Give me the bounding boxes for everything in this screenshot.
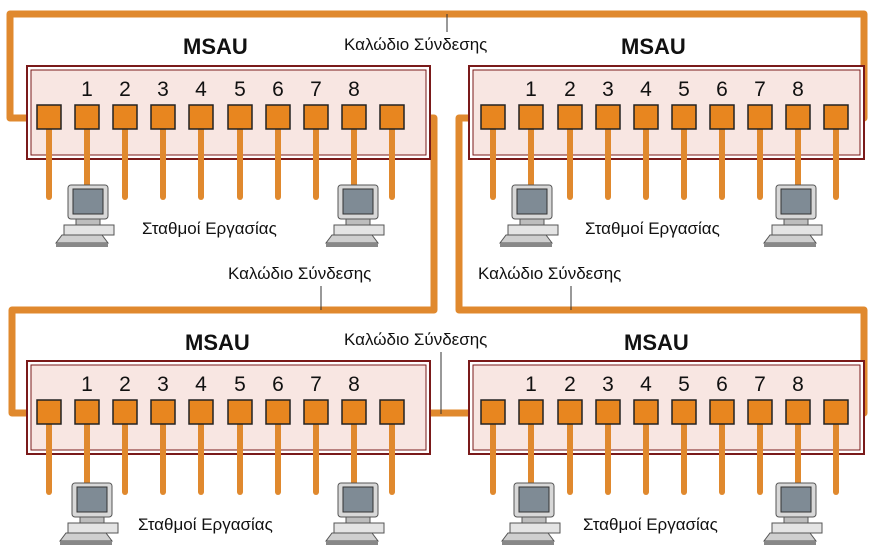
ring-out-port [823, 104, 849, 130]
port-number: 4 [195, 78, 207, 101]
port-number: 8 [348, 78, 360, 101]
lobe-port [112, 399, 138, 425]
port-number: 6 [272, 373, 284, 396]
cable-label-top: Καλώδιο Σύνδεσης [342, 35, 490, 55]
ring-in-port [480, 399, 506, 425]
lobe-port [150, 399, 176, 425]
lobe-port [112, 104, 138, 130]
port-number: 1 [525, 373, 537, 396]
computer-icon [763, 184, 823, 247]
lobe-port [518, 104, 544, 130]
msau-title: MSAU [624, 330, 689, 355]
workstations-label: Σταθμοί Εργασίας [140, 219, 279, 239]
lobe-port [557, 399, 583, 425]
msau-title: MSAU [621, 34, 686, 59]
lobe-port [709, 104, 735, 130]
port-number: 6 [716, 373, 728, 396]
lobe-port [785, 104, 811, 130]
lobe-port [518, 399, 544, 425]
lobe-port [671, 399, 697, 425]
computer-icon [499, 184, 559, 247]
port-number: 1 [81, 78, 93, 101]
ring-out-port [379, 104, 405, 130]
lobe-port [747, 104, 773, 130]
ring-out-port [379, 399, 405, 425]
lobe-port [188, 104, 214, 130]
ring-in-port [36, 399, 62, 425]
port-number: 8 [792, 78, 804, 101]
port-number: 1 [81, 373, 93, 396]
lobe-port [595, 399, 621, 425]
lobe-port [188, 399, 214, 425]
port-number: 3 [602, 78, 614, 101]
msau-title: MSAU [185, 330, 250, 355]
workstations-label: Σταθμοί Εργασίας [581, 515, 720, 535]
port-number: 7 [754, 78, 766, 101]
lobe-port [303, 104, 329, 130]
computer-icon [501, 482, 561, 545]
port-number: 2 [564, 78, 576, 101]
port-number: 1 [525, 78, 537, 101]
port-number: 4 [640, 78, 652, 101]
lobe-port [227, 399, 253, 425]
port-number: 6 [272, 78, 284, 101]
port-number: 7 [754, 373, 766, 396]
lobe-port [303, 399, 329, 425]
lobe-port [341, 399, 367, 425]
ring-out-port [823, 399, 849, 425]
workstations-label: Σταθμοί Εργασίας [136, 515, 275, 535]
port-number: 8 [348, 373, 360, 396]
lobe-port [74, 104, 100, 130]
lobe-port [671, 104, 697, 130]
lobe-port [557, 104, 583, 130]
port-number: 4 [195, 373, 207, 396]
port-number: 2 [119, 78, 131, 101]
port-number: 5 [234, 78, 246, 101]
port-number: 6 [716, 78, 728, 101]
port-number: 7 [310, 78, 322, 101]
ring-in-port [36, 104, 62, 130]
lobe-port [150, 104, 176, 130]
port-number: 2 [119, 373, 131, 396]
computer-icon [59, 482, 119, 545]
port-number: 3 [157, 373, 169, 396]
lobe-port [747, 399, 773, 425]
port-number: 4 [640, 373, 652, 396]
port-number: 7 [310, 373, 322, 396]
port-number: 8 [792, 373, 804, 396]
port-number: 3 [602, 373, 614, 396]
lobe-port [633, 104, 659, 130]
lobe-port [265, 399, 291, 425]
cable-label-bottom: Καλώδιο Σύνδεσης [342, 330, 490, 350]
port-number: 3 [157, 78, 169, 101]
computer-icon [763, 482, 823, 545]
lobe-port [785, 399, 811, 425]
lobe-port [595, 104, 621, 130]
computer-icon [325, 482, 385, 545]
cable-label-mid-left: Καλώδιο Σύνδεσης [226, 264, 374, 284]
workstations-label: Σταθμοί Εργασίας [583, 219, 722, 239]
computer-icon [55, 184, 115, 247]
port-number: 5 [234, 373, 246, 396]
computer-icon [325, 184, 385, 247]
lobe-port [341, 104, 367, 130]
port-number: 5 [678, 373, 690, 396]
cable-label-mid-right: Καλώδιο Σύνδεσης [476, 264, 624, 284]
msau-title: MSAU [183, 34, 248, 59]
port-number: 2 [564, 373, 576, 396]
lobe-port [709, 399, 735, 425]
lobe-port [227, 104, 253, 130]
ring-in-port [480, 104, 506, 130]
lobe-port [74, 399, 100, 425]
lobe-port [265, 104, 291, 130]
lobe-port [633, 399, 659, 425]
port-number: 5 [678, 78, 690, 101]
